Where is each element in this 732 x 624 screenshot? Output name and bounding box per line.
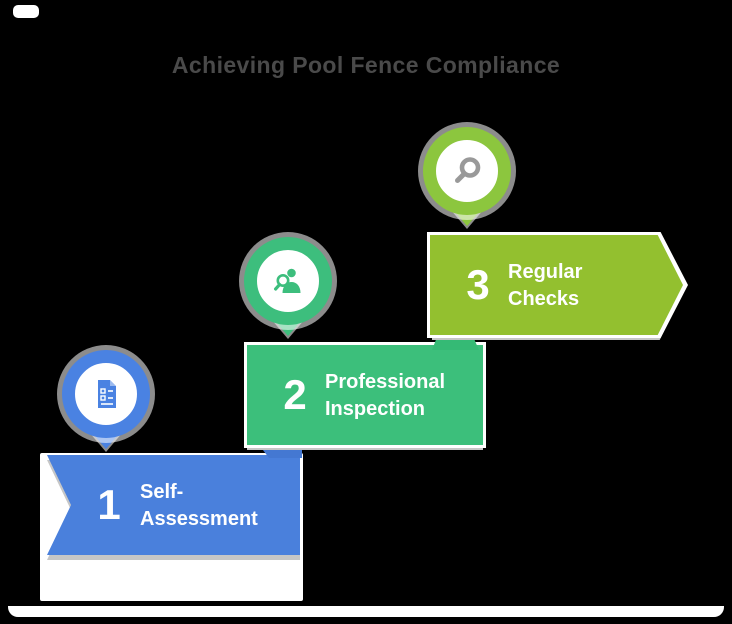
step-number: 1: [97, 481, 121, 528]
canvas-corner-fragment: [13, 5, 39, 18]
step-banner-3: 3 Regular Checks: [430, 235, 683, 335]
magnifier-icon: [449, 153, 485, 189]
infographic-title: Achieving Pool Fence Compliance: [171, 52, 561, 78]
map-pin-3: [423, 127, 511, 215]
step-label: Regular Checks: [508, 261, 583, 310]
step-banner-2: 2 Professional Inspection: [247, 345, 483, 445]
map-pin-1: [62, 350, 150, 438]
map-pin-2: [244, 237, 332, 325]
inspector-person-icon: [270, 263, 306, 299]
step-label: Self- Assessment: [140, 481, 258, 530]
step-number: 3: [466, 261, 490, 308]
canvas-bottom-strip: [8, 606, 724, 617]
step-label: Professional Inspection: [325, 371, 446, 420]
step-banner-1: 1 Self- Assessment: [47, 455, 300, 555]
step-number: 2: [283, 371, 307, 418]
checklist-document-icon: [88, 376, 124, 412]
